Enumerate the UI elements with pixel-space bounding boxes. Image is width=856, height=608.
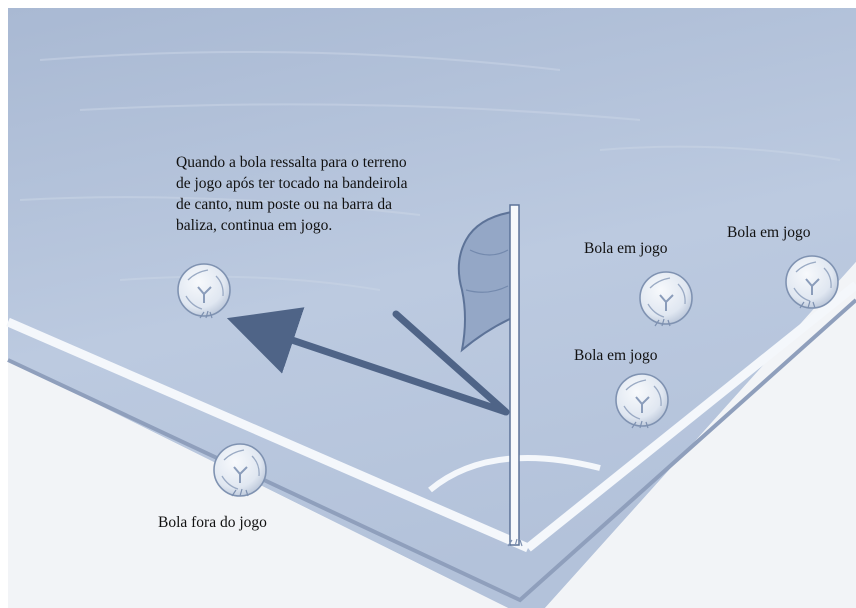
caption-line: baliza, continua em jogo. — [176, 217, 333, 234]
label-ball-in-play: Bola em jogo — [574, 347, 658, 364]
pitch-edge — [7, 298, 856, 603]
incoming-arrow — [392, 310, 510, 416]
corner-flag — [457, 204, 520, 546]
grass-tufts — [199, 300, 816, 547]
rebound-arrows — [226, 307, 510, 416]
goal-line — [525, 281, 856, 552]
flag-cloth — [457, 210, 513, 353]
rule-caption: Quando a bola ressalta para o terreno de… — [176, 152, 496, 236]
touch-line — [6, 317, 530, 553]
caption-line: Quando a bola ressalta para o terreno — [176, 154, 407, 171]
rebound-arrow — [226, 307, 508, 416]
label-ball-in-play: Bola em jogo — [584, 240, 668, 257]
corner-arc — [428, 454, 601, 493]
ball-out-of-play — [213, 443, 267, 497]
flag-pole — [509, 204, 520, 546]
label-ball-out-of-play: Bola fora do jogo — [158, 514, 267, 531]
caption-line: de canto, num poste ou na barra da — [176, 196, 393, 213]
ball-in-play-middle — [615, 373, 669, 427]
ball-in-play-top-left — [639, 271, 693, 325]
ball-in-play-top-right — [785, 255, 839, 309]
label-ball-in-play: Bola em jogo — [727, 224, 811, 241]
pitch-texture — [19, 51, 841, 291]
caption-line: de jogo após ter tocado na bandeirola — [176, 175, 408, 192]
ball-rebound — [177, 263, 231, 317]
